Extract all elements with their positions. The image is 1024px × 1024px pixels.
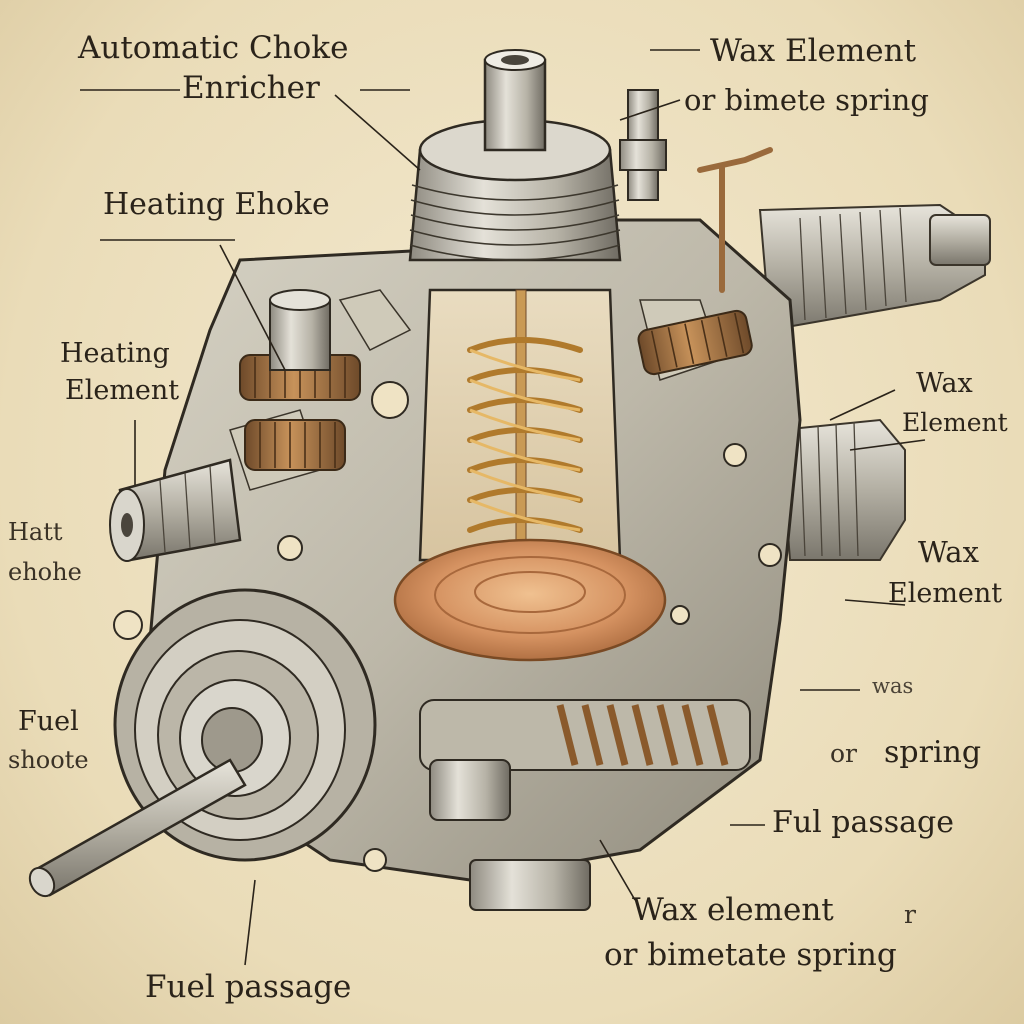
label-was: was xyxy=(872,674,914,698)
label-wax-top-2: or bimete spring xyxy=(684,83,929,117)
right-upper-cylinder xyxy=(758,203,991,332)
label-heating-element-2: Element xyxy=(65,375,180,406)
label-ful-passage: Ful passage xyxy=(772,805,954,840)
top-cap xyxy=(408,49,622,262)
left-fitting xyxy=(109,458,242,562)
label-wax-bottom-r: r xyxy=(904,900,916,929)
label-heat-choke-1: Hatt xyxy=(8,518,63,546)
leader-lines xyxy=(80,49,926,966)
drive-shaft xyxy=(28,758,247,898)
left-heating-coil xyxy=(239,289,361,471)
copper-diaphragm xyxy=(393,538,667,662)
label-wax-bottom-2: or bimetate spring xyxy=(604,937,897,973)
lower-spring-mechanism xyxy=(419,699,751,911)
right-upper-coil xyxy=(637,309,753,376)
label-wax-bottom-1: Wax element xyxy=(632,892,834,928)
label-title-line2: Enricher xyxy=(182,70,320,106)
label-wax-lower-1: Wax xyxy=(918,535,979,569)
label-heating-element-1: Heating xyxy=(60,338,170,369)
label-fuel-passage-bottom: Fuel passage xyxy=(145,969,352,1005)
label-wax-top-1: Wax Element xyxy=(710,33,917,69)
label-heating-choke: Heating Ehoke xyxy=(103,187,330,222)
label-fuel-shoote-1: Fuel xyxy=(18,706,79,737)
wax-spring xyxy=(467,337,583,533)
label-or-spring-or: or xyxy=(830,739,858,768)
label-title-line1: Automatic Choke xyxy=(78,30,349,66)
label-heat-choke-2: ehohe xyxy=(8,558,82,586)
wax-spring-back xyxy=(469,348,581,532)
label-or-spring-spring: spring xyxy=(884,735,982,770)
label-fuel-shoote-2: shoote xyxy=(8,746,89,774)
label-wax-mid-2: Element xyxy=(902,408,1008,437)
label-wax-mid-1: Wax xyxy=(916,368,973,399)
label-wax-lower-2: Element xyxy=(888,578,1003,609)
right-lower-cylinder xyxy=(778,418,906,561)
valve-post xyxy=(619,89,773,293)
